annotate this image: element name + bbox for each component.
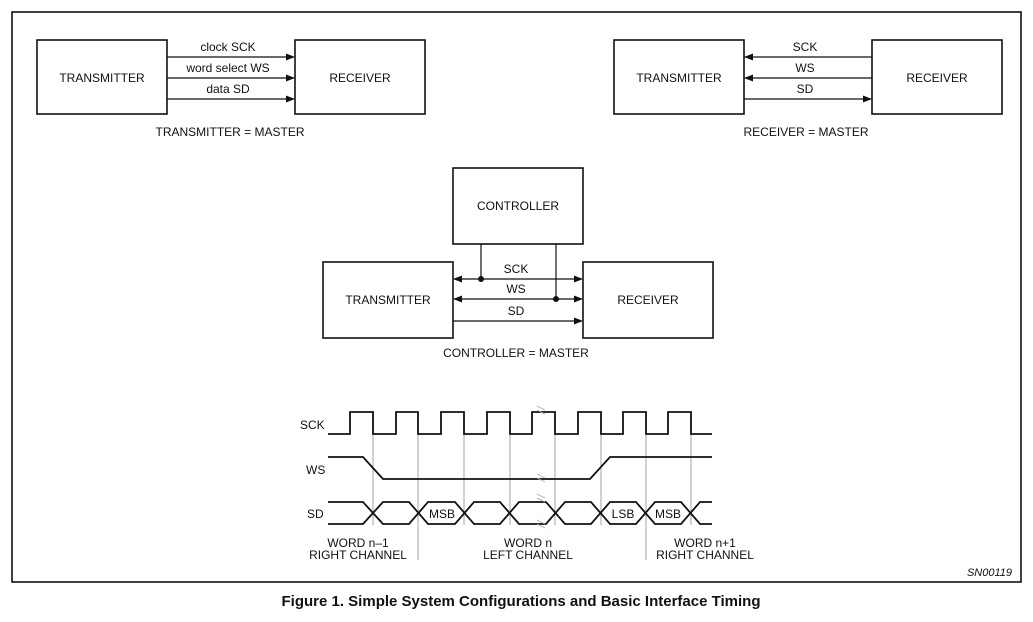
word-next-line1: WORD n+1 — [674, 536, 736, 550]
receiver-label-c: RECEIVER — [617, 293, 679, 307]
transmitter-label-a: TRANSMITTER — [59, 71, 145, 85]
time-break-marks — [536, 405, 546, 529]
ws-junction — [553, 296, 559, 302]
transmitter-label-c: TRANSMITTER — [345, 293, 431, 307]
ws-label-b: WS — [795, 61, 814, 75]
word-prev-line2: RIGHT CHANNEL — [309, 548, 407, 562]
sd-label-b: SD — [797, 82, 814, 96]
transmitter-box-a — [36, 39, 168, 115]
sd-label-a: data SD — [206, 82, 250, 96]
ws-row-label: WS — [306, 463, 325, 477]
sck-junction — [478, 276, 484, 282]
figure-caption: Figure 1. Simple System Configurations a… — [282, 593, 761, 610]
sck-label-b: SCK — [793, 40, 818, 54]
caption-b: RECEIVER = MASTER — [743, 125, 868, 139]
sck-label-a: clock SCK — [200, 40, 255, 54]
figure-code: SN00119 — [967, 567, 1012, 579]
receiver-box-b — [871, 39, 1003, 115]
ws-waveform — [328, 456, 712, 480]
sd-label-c: SD — [508, 304, 525, 318]
controller-label: CONTROLLER — [477, 199, 559, 213]
msb-label-first: MSB — [429, 507, 455, 521]
sck-row-label: SCK — [300, 418, 325, 432]
msb-label-second: MSB — [655, 507, 681, 521]
ws-label-a: word select WS — [185, 61, 269, 75]
sck-label-c: SCK — [504, 262, 529, 276]
transmitter-label-b: TRANSMITTER — [636, 71, 722, 85]
word-prev-line1: WORD n–1 — [327, 536, 389, 550]
config-receiver-master: TRANSMITTER RECEIVER SCK WS SD RECEIVER … — [613, 39, 1003, 139]
sd-waveform — [328, 501, 712, 525]
figure-frame — [11, 11, 1022, 583]
transmitter-box-c — [322, 261, 454, 339]
timing-guides — [372, 434, 692, 560]
config-transmitter-master: TRANSMITTER RECEIVER clock SCK word sele… — [36, 39, 426, 139]
receiver-label-b: RECEIVER — [906, 71, 968, 85]
sd-row-label: SD — [307, 507, 324, 521]
caption-c: CONTROLLER = MASTER — [443, 346, 589, 360]
word-cur-line1: WORD n — [504, 536, 552, 550]
receiver-box-a — [294, 39, 426, 115]
ws-label-c: WS — [506, 282, 525, 296]
config-controller-master: CONTROLLER TRANSMITTER RECEIVER SCK WS S… — [322, 167, 714, 360]
receiver-label-a: RECEIVER — [329, 71, 391, 85]
controller-box — [452, 167, 584, 245]
receiver-box-c — [582, 261, 714, 339]
caption-a: TRANSMITTER = MASTER — [155, 125, 304, 139]
timing-diagram: SCK WS SD MSB LSB MSB — [300, 405, 754, 562]
word-cur-line2: LEFT CHANNEL — [483, 548, 573, 562]
transmitter-box-b — [613, 39, 745, 115]
sck-waveform — [328, 411, 712, 435]
lsb-label: LSB — [612, 507, 635, 521]
word-next-line2: RIGHT CHANNEL — [656, 548, 754, 562]
